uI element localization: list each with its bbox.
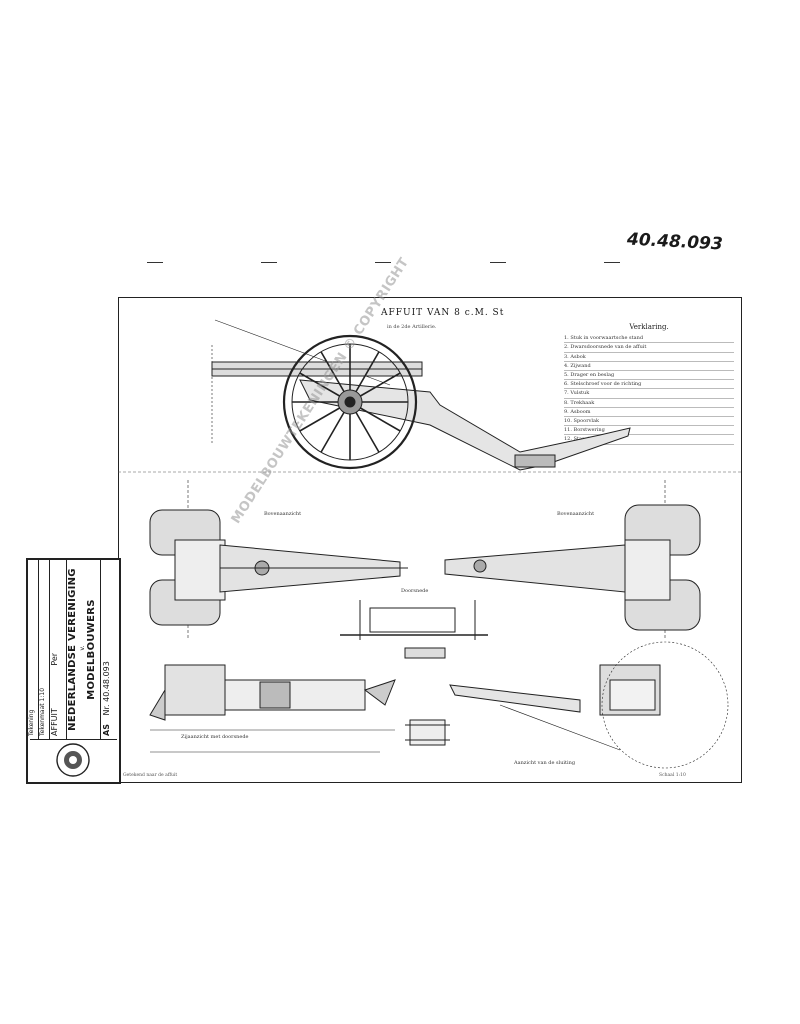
- footer-left: Getekend naar de affuit: [123, 773, 178, 778]
- archive-stamp: Tekening Tekenmaat 1:10 AFFUIT Per NEDER…: [26, 558, 121, 784]
- wheel-spoke: [299, 407, 341, 432]
- side-view-gun-carriage: [211, 319, 631, 471]
- legend-item: 6. Stelschroef voor de richting: [564, 380, 734, 390]
- legend-item: 12. Staart: [564, 435, 734, 445]
- legend-title: Verklaring.: [629, 323, 669, 331]
- legend-item: 3. Asbok: [564, 353, 734, 362]
- view-label-top-right: Bovenaanzicht: [557, 511, 595, 517]
- bottom-left-side-view: [149, 664, 396, 753]
- wheel-spoke: [359, 407, 401, 432]
- small-detail-figure: [405, 719, 450, 746]
- wheel-spoke: [299, 372, 341, 397]
- header-dash: [375, 262, 391, 263]
- legend-item: 11. Borstwering: [564, 426, 734, 436]
- stamp-body: Tekening Tekenmaat 1:10 AFFUIT Per NEDER…: [28, 560, 119, 739]
- legend-item: 1. Stuk in voorwaartsche stand: [564, 334, 734, 344]
- view-label-top-left: Bovenaanzicht: [264, 511, 302, 517]
- header-dash: [604, 262, 620, 263]
- sheet-title: AFFUIT VAN 8 c.M. St: [381, 308, 505, 318]
- legend-item: 9. Asboom: [564, 408, 734, 418]
- stamp-archive-row: AS Nr. 40.48.093: [102, 560, 117, 739]
- center-detail-section: [340, 600, 488, 659]
- wheel-spokes: [292, 344, 408, 460]
- legend-item: 7. Vulstuk: [564, 389, 734, 399]
- legend-item: 8. Trekhaak: [564, 399, 734, 408]
- legend-item: 10. Spoorvlak: [564, 417, 734, 427]
- legend-item: 2. Dwarsdoorsnede van de affuit: [564, 343, 734, 353]
- legend-panel: Verklaring. 1. Stuk in voorwaartsche sta…: [564, 323, 734, 445]
- stamp-archive-number: Nr. 40.48.093: [102, 661, 111, 716]
- view-label-bottom-left: Zijaanzicht met doorsnede: [181, 734, 249, 740]
- header-dash: [147, 262, 163, 263]
- wheel-spoke: [320, 351, 345, 393]
- top-view-left: [149, 480, 408, 640]
- bottom-right-view: [449, 641, 729, 769]
- footer-right: Schaal 1:10: [659, 773, 686, 778]
- stamp-subject: AFFUIT: [50, 708, 59, 736]
- legend-item: 5. Drager en beslag: [564, 371, 734, 381]
- view-label-bottom-right: Aanzicht van de sluiting: [514, 760, 576, 766]
- stamp-org-line-3: MODELBOUWERS: [86, 560, 101, 739]
- sheet-subtitle: in de 2de Artillerie.: [387, 324, 437, 330]
- legend-item: 4. Zijwand: [564, 362, 734, 372]
- stamp-header: Tekening: [28, 560, 39, 739]
- header-dash: [490, 262, 506, 263]
- top-view-right: [444, 480, 701, 640]
- wheel-spoke: [359, 372, 401, 397]
- drawing-sheet: AFFUIT VAN 8 c.M. St in de 2de Artilleri…: [118, 297, 742, 783]
- stamp-row-scale: Tekenmaat 1:10: [39, 560, 50, 739]
- vereniging-logo: [30, 739, 117, 780]
- stamp-subject-row: AFFUIT Per: [50, 560, 67, 739]
- stamp-as-label: AS: [102, 724, 111, 736]
- wheel-spoke: [355, 351, 380, 393]
- wheel-spoke: [355, 411, 380, 453]
- header-dash: [261, 262, 277, 263]
- stamp-subject-extra: Per: [50, 652, 59, 666]
- view-label-center-detail: Doorsnede: [401, 588, 429, 594]
- wheel-spoke: [320, 411, 345, 453]
